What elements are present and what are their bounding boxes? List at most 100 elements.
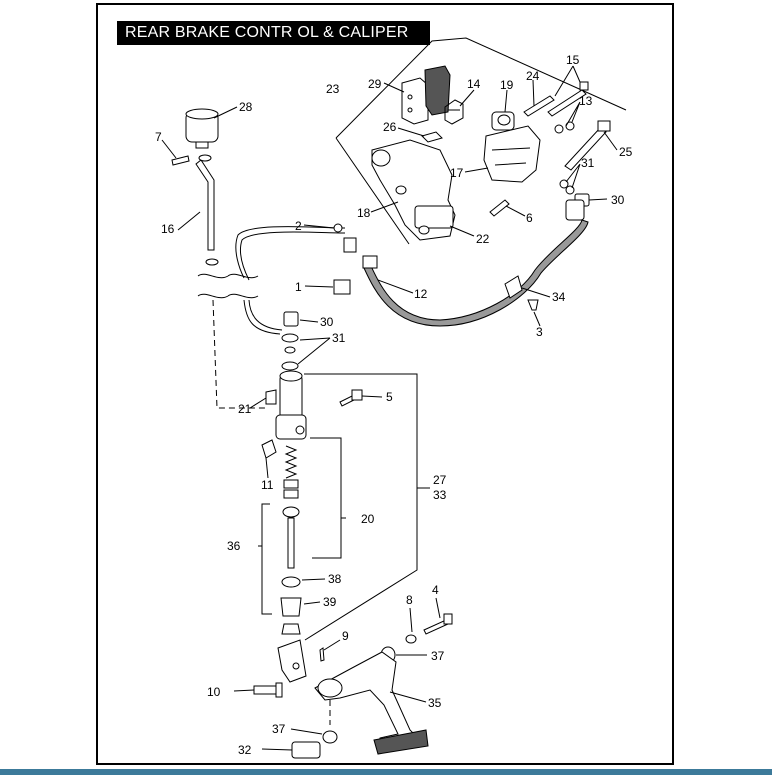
bleeder-screw	[554, 124, 564, 134]
bracket-screw	[489, 199, 510, 217]
diagram-title: REAR BRAKE CONTR OL & CALIPER	[117, 21, 430, 45]
callout-36: 36	[227, 539, 241, 553]
callout-21: 21	[238, 402, 252, 416]
mounting-bolt-head	[351, 389, 363, 401]
callout-37-lower: 37	[272, 722, 286, 736]
brake-pedal	[314, 651, 429, 755]
reservoir-fitting	[261, 439, 277, 459]
caliper-bolts	[523, 81, 611, 171]
brake-light-switch	[333, 279, 351, 295]
cotter-pin	[319, 647, 325, 662]
callout-35: 35	[428, 696, 442, 710]
callout-31-bottom: 31	[332, 331, 346, 345]
callout-28: 28	[239, 100, 253, 114]
washer-upper	[281, 333, 299, 343]
reservoir	[185, 108, 219, 149]
jam-nut	[281, 623, 301, 635]
callout-22: 22	[476, 232, 490, 246]
bushing-lower	[322, 730, 338, 744]
callout-9: 9	[342, 629, 349, 643]
callout-2: 2	[295, 219, 302, 233]
pivot-bolt-head	[443, 613, 453, 625]
callout-15: 15	[566, 53, 580, 67]
callout-30-bottom: 30	[320, 315, 334, 329]
pad-pin	[421, 131, 443, 143]
dust-boot	[280, 597, 302, 617]
callout-8: 8	[406, 593, 413, 607]
hose-clamp-top	[198, 154, 212, 162]
callout-7: 7	[155, 130, 162, 144]
clip-screw	[527, 299, 539, 311]
piston-spring	[284, 445, 298, 479]
fitting-21	[265, 389, 277, 405]
fitting-bolt	[283, 311, 299, 327]
retaining-ring	[281, 576, 301, 588]
clevis-pin	[253, 685, 279, 695]
pad-spring	[444, 99, 464, 125]
push-rod-head	[282, 506, 300, 518]
callout-39: 39	[323, 595, 337, 609]
caliper-body	[483, 111, 541, 183]
callout-17: 17	[450, 166, 464, 180]
callout-4: 4	[432, 583, 439, 597]
brake-switch-fitting	[343, 237, 357, 253]
callout-25: 25	[619, 145, 633, 159]
callout-13: 13	[579, 94, 593, 108]
brake-hose	[363, 219, 589, 327]
hose-clip	[504, 275, 523, 299]
reservoir-screw	[171, 155, 190, 166]
callout-24: 24	[526, 69, 540, 83]
callout-11: 11	[261, 478, 274, 492]
callout-16: 16	[161, 222, 175, 236]
callout-19: 19	[500, 78, 514, 92]
brake-line	[235, 226, 346, 335]
leader-lines	[161, 65, 618, 751]
line-break-mark	[227, 273, 259, 299]
hose-route-dashed	[212, 299, 266, 409]
callout-33: 33	[433, 488, 447, 502]
clevis-hole	[292, 662, 300, 670]
piston-cup-a	[283, 479, 299, 489]
callout-34: 34	[552, 290, 566, 304]
switch-bolt	[333, 223, 343, 233]
callout-14: 14	[467, 77, 481, 91]
callout-3: 3	[536, 325, 543, 339]
reservoir-hose	[195, 159, 215, 251]
bracket-27	[304, 373, 430, 641]
callout-6: 6	[526, 211, 533, 225]
callout-1: 1	[295, 280, 302, 294]
caliper-bracket	[371, 139, 456, 241]
callout-26: 26	[383, 120, 397, 134]
washer-top-b	[565, 185, 575, 195]
callout-38: 38	[328, 572, 342, 586]
piston-cup-b	[283, 489, 299, 499]
bracket-36	[258, 503, 272, 615]
callout-29: 29	[368, 77, 382, 91]
callout-30-top: 30	[611, 193, 625, 207]
callout-32: 32	[238, 743, 252, 757]
washer-middle	[284, 346, 296, 354]
callout-31-top: 31	[581, 156, 595, 170]
callout-18: 18	[357, 206, 371, 220]
bottom-strip	[0, 769, 772, 775]
hose-fitting-upper	[565, 199, 585, 221]
callout-12: 12	[414, 287, 428, 301]
callout-27: 27	[433, 473, 447, 487]
brake-pads	[401, 65, 451, 125]
callout-23: 23	[326, 82, 340, 96]
clevis-pin-head	[275, 682, 283, 698]
washer-lower	[281, 361, 299, 371]
hose-break-mark	[197, 273, 229, 299]
clevis	[277, 639, 307, 683]
hose-fitting-lower	[362, 255, 378, 269]
callout-20: 20	[361, 512, 375, 526]
hose-clamp-bottom	[205, 258, 219, 266]
pedal-pin	[291, 741, 321, 759]
bracket-20	[310, 437, 346, 559]
callout-10: 10	[207, 685, 221, 699]
callout-labels: 28 7 16 23 29 14 19 24 15 13 26 25 17 31…	[155, 53, 633, 757]
callout-5: 5	[386, 390, 393, 404]
pivot-washer	[405, 634, 417, 644]
callout-37-upper: 37	[431, 649, 445, 663]
